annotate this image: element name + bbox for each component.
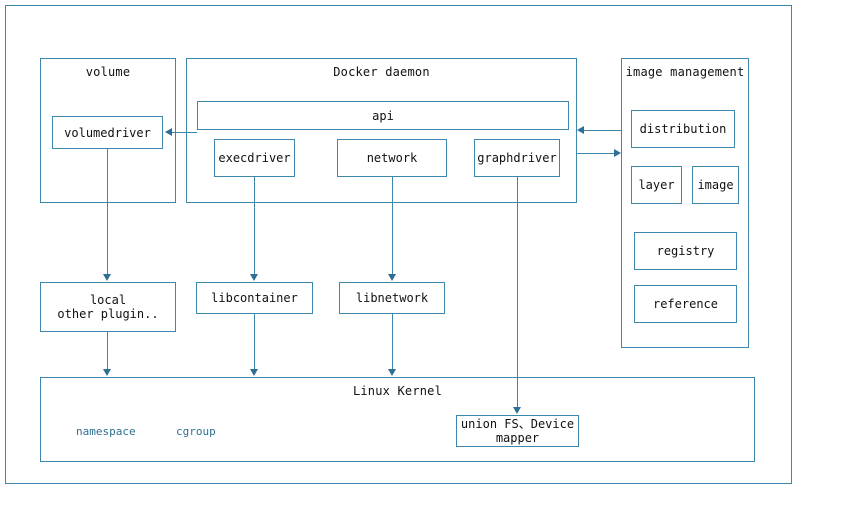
arrow-network-to-libnetwork bbox=[388, 274, 396, 281]
connector-network-to-libnetwork bbox=[392, 177, 393, 275]
unionfs-device-mapper-label: union FS、Device mapper bbox=[460, 417, 575, 445]
cgroup-label: cgroup bbox=[176, 425, 216, 438]
libcontainer-label: libcontainer bbox=[211, 291, 298, 305]
linux-kernel-container: Linux Kernel bbox=[40, 377, 755, 462]
connector-daemon-to-imagemgmt bbox=[577, 153, 616, 154]
arrow-volumedriver-to-local bbox=[103, 274, 111, 281]
connector-api-to-volumedriver bbox=[170, 132, 197, 133]
volumedriver-box[interactable]: volumedriver bbox=[52, 116, 163, 149]
reference-label: reference bbox=[652, 297, 719, 311]
arrow-api-to-volumedriver bbox=[165, 128, 172, 136]
network-label: network bbox=[366, 151, 418, 165]
libnetwork-box[interactable]: libnetwork bbox=[339, 282, 445, 314]
docker-daemon-container: Docker daemon bbox=[186, 58, 577, 203]
connector-local-to-kernel bbox=[107, 332, 108, 370]
execdriver-label: execdriver bbox=[218, 151, 291, 165]
graphdriver-box[interactable]: graphdriver bbox=[474, 139, 560, 177]
connector-libnetwork-to-kernel bbox=[392, 314, 393, 370]
connector-execdriver-to-libcontainer bbox=[254, 177, 255, 275]
api-box[interactable]: api bbox=[197, 101, 569, 130]
image-management-container: image management bbox=[621, 58, 749, 348]
arrow-libcontainer-to-kernel bbox=[250, 369, 258, 376]
namespace-label: namespace bbox=[76, 425, 136, 438]
arrow-local-to-kernel bbox=[103, 369, 111, 376]
api-label: api bbox=[372, 108, 394, 123]
unionfs-device-mapper-box[interactable]: union FS、Device mapper bbox=[456, 415, 579, 447]
connector-graphdriver-to-unionfs bbox=[517, 177, 518, 408]
layer-label: layer bbox=[638, 178, 675, 192]
volume-container: volume bbox=[40, 58, 176, 203]
arrow-libnetwork-to-kernel bbox=[388, 369, 396, 376]
distribution-box[interactable]: distribution bbox=[631, 110, 735, 148]
image-box[interactable]: image bbox=[692, 166, 739, 204]
connector-volumedriver-to-local bbox=[107, 149, 108, 275]
connector-libcontainer-to-kernel bbox=[254, 314, 255, 370]
arrow-graphdriver-to-unionfs bbox=[513, 407, 521, 414]
reference-box[interactable]: reference bbox=[634, 285, 737, 323]
graphdriver-label: graphdriver bbox=[477, 151, 557, 165]
local-other-plugin-box[interactable]: local other plugin.. bbox=[40, 282, 176, 332]
volumedriver-label: volumedriver bbox=[64, 125, 151, 140]
docker-daemon-title: Docker daemon bbox=[333, 65, 430, 79]
arrow-execdriver-to-libcontainer bbox=[250, 274, 258, 281]
execdriver-box[interactable]: execdriver bbox=[214, 139, 295, 177]
libnetwork-label: libnetwork bbox=[355, 291, 429, 305]
local-other-plugin-label: local other plugin.. bbox=[57, 293, 159, 321]
registry-label: registry bbox=[656, 244, 715, 258]
network-box[interactable]: network bbox=[337, 139, 447, 177]
image-management-title: image management bbox=[625, 65, 745, 79]
libcontainer-box[interactable]: libcontainer bbox=[196, 282, 313, 314]
arrow-imagemgmt-to-daemon bbox=[577, 126, 584, 134]
linux-kernel-title: Linux Kernel bbox=[352, 384, 443, 398]
connector-imagemgmt-to-daemon bbox=[582, 130, 621, 131]
registry-box[interactable]: registry bbox=[634, 232, 737, 270]
diagram-outer-frame bbox=[5, 5, 792, 484]
image-label: image bbox=[697, 178, 734, 192]
arrow-daemon-to-imagemgmt bbox=[614, 149, 621, 157]
volume-title: volume bbox=[85, 65, 131, 79]
distribution-label: distribution bbox=[639, 122, 727, 136]
layer-box[interactable]: layer bbox=[631, 166, 682, 204]
